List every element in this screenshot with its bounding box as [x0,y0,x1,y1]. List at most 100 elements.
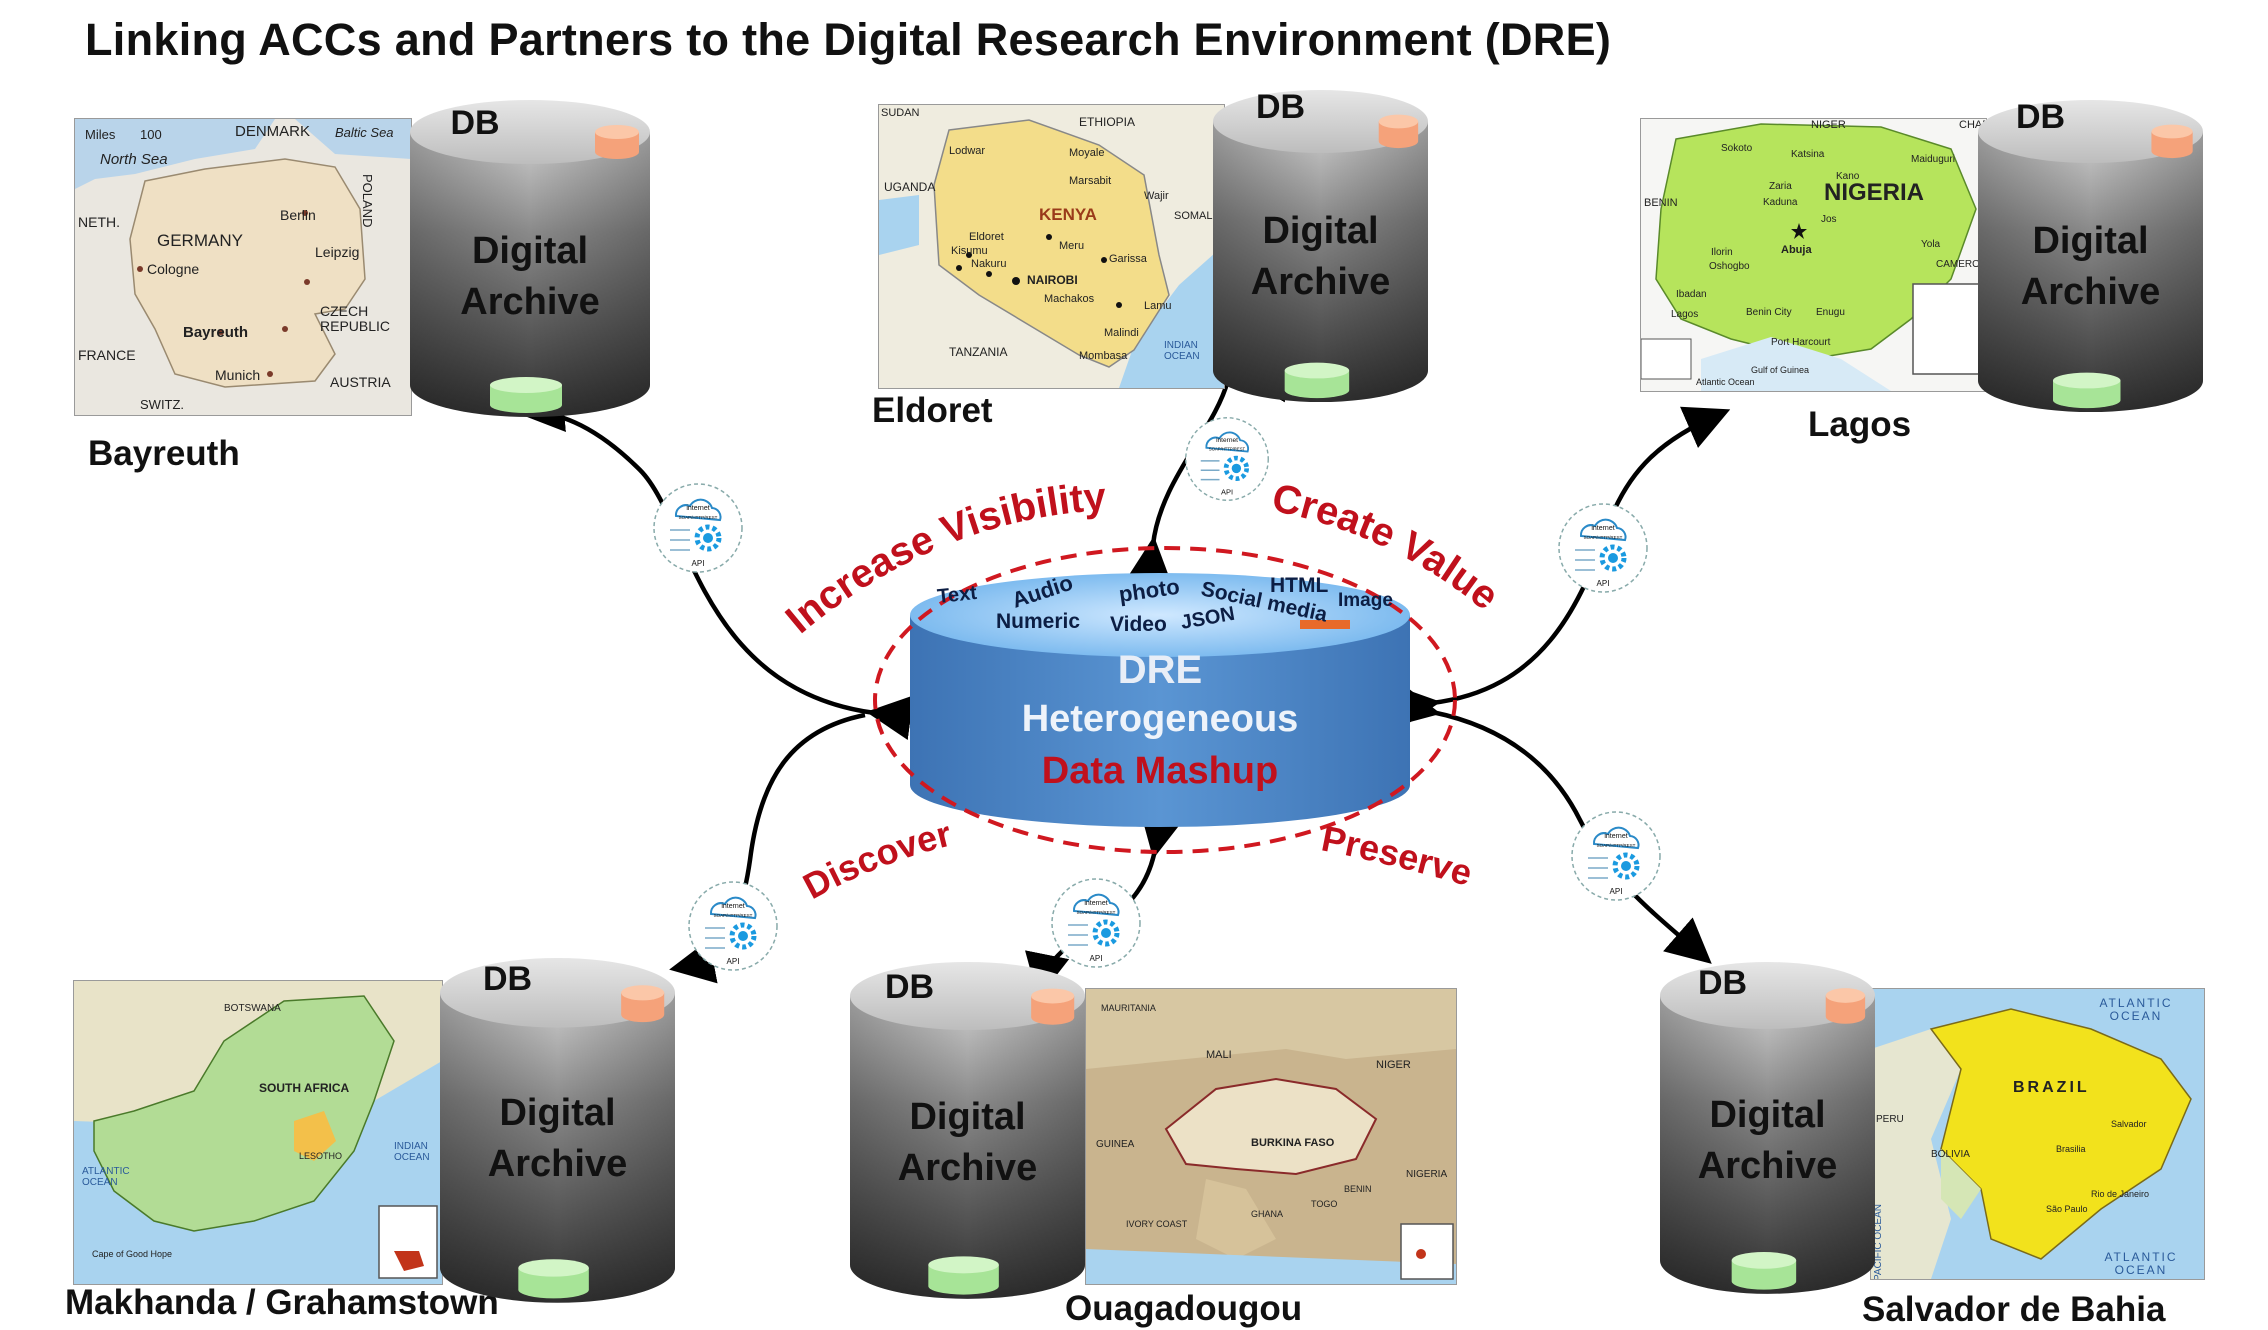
map-label: Rio de Janeiro [2091,1189,2150,1199]
map-label: Lagos [1671,309,1699,320]
map-label: BENIN [1644,197,1678,209]
dre-cylinder-top [910,573,1410,657]
db-label: DB [1255,88,1306,126]
map-label: Gulf of Guinea [1751,365,1810,375]
svg-text:internet: internet [1216,437,1238,444]
dre-cylinder-body [910,615,1410,827]
map-label: TANZANIA [949,345,1008,359]
map-label: AUSTRIA [330,374,391,390]
api-badge-ouaga: internet SOAP/HTTP/REST API [1048,875,1144,971]
map-label: Kaduna [1763,197,1798,208]
map-label: NIGERIA [1824,179,1925,206]
api-badge-bayreuth: internet SOAP/HTTP/REST API [650,480,746,576]
svg-text:internet: internet [1604,833,1627,840]
svg-text:API: API [692,559,705,568]
svg-text:API: API [1221,488,1233,497]
map-label: Machakos [1044,293,1095,305]
map-label: DENMARK [235,123,311,140]
db-cap-green [490,385,562,413]
map-label: Enugu [1816,307,1845,318]
map-label: Miles [85,127,116,142]
map-label: Port Harcourt [1771,337,1831,348]
map-label: Jos [1821,214,1837,225]
map-label: São Paulo [2046,1204,2088,1214]
map-label: Marsabit [1069,175,1112,187]
map-label: Katsina [1791,149,1825,160]
map-label: 100 [140,127,162,142]
svg-text:SOAP/HTTP/REST: SOAP/HTTP/REST [1077,910,1116,915]
map-label: Lodwar [949,145,986,157]
map-label: UGANDA [884,180,936,194]
map-label: INDIAN OCEAN [1164,340,1200,362]
map-label: ATLANTIC OCEAN [82,1166,130,1188]
map-brazil: ATLANTIC OCEAN BRAZIL PERU BOLIVIA PACIF… [1870,988,2205,1280]
map-label: CAMEROON [1936,259,1986,270]
map-label: TOGO [1311,1199,1338,1209]
city-ouagadougou: Ouagadougou [1065,1289,1303,1328]
map-label: BOLIVIA [1931,1149,1970,1160]
map-label: Salvador [2111,1119,2147,1129]
map-label: MALI [1206,1049,1232,1061]
map-label: Kano [1836,171,1860,182]
map-label: SOMALIA [1174,210,1223,222]
svg-text:API: API [1090,954,1103,963]
map-label: BOTSWANA [224,1003,281,1014]
map-label: Yola [1921,239,1941,250]
map-label: Kisumu [951,245,988,257]
map-label: FRANCE [78,347,136,363]
db-label: DB [1697,964,1748,1002]
map-label: ATLANTIC OCEAN [2099,996,2173,1024]
svg-text:API: API [1610,887,1623,896]
map-label: CZECH REPUBLIC [320,303,391,334]
svg-text:API: API [1597,579,1610,588]
dre-line1: DRE [1117,648,1203,692]
map-label: Ibadan [1676,289,1707,300]
map-label: Oshogbo [1709,261,1750,272]
map-label: BURKINA FASO [1251,1137,1335,1149]
map-label: MAURITANIA [1101,1003,1156,1013]
map-label: Nakuru [971,258,1007,270]
map-label: Mombasa [1079,350,1128,362]
map-label: Ilorin [1711,247,1733,258]
svg-text:SOAP/HTTP/REST: SOAP/HTTP/REST [1597,843,1636,848]
svg-text:SOAP/HTTP/REST: SOAP/HTTP/REST [1584,535,1623,540]
city-makhanda: Makhanda / Grahamstown [65,1283,499,1322]
map-label: Bayreuth [183,324,249,341]
map-south-africa: BOTSWANA SOUTH AFRICA LESOTHO ATLANTIC O… [73,980,443,1285]
map-label: Sokoto [1721,143,1753,154]
svg-text:internet: internet [1084,900,1107,907]
map-label: POLAND [360,174,375,228]
map-label: KENYA [1039,205,1097,224]
map-label: Lamu [1144,300,1172,312]
map-label: PERU [1876,1114,1904,1125]
map-label: SUDAN [881,107,920,119]
svg-text:internet: internet [721,903,744,910]
connector-salvador [1392,682,1712,964]
map-label: Meru [1059,240,1085,252]
city-lagos: Lagos [1808,405,1912,444]
map-nigeria: NIGER CHAD NIGERIA BENIN Sokoto Katsina … [1640,118,1987,392]
svg-text:internet: internet [686,505,709,512]
api-badge-eldoret: internet SOAP/HTTP/REST API [1182,414,1272,504]
db-cap-orange [595,132,639,159]
map-label: Maiduguri [1911,154,1955,165]
dre-center: DRE Heterogeneous Data Mashup [860,546,1460,860]
map-label: BENIN [1344,1184,1372,1194]
map-label: NETH. [78,214,120,230]
map-label: ATLANTIC OCEAN [2104,1250,2178,1278]
city-eldoret: Eldoret [872,391,993,430]
dre-line2: Heterogeneous [1021,698,1299,740]
map-label: Wajir [1144,190,1169,202]
db-label: DB [450,104,500,142]
map-label: Zaria [1769,181,1792,192]
map-label: Garissa [1109,253,1147,265]
